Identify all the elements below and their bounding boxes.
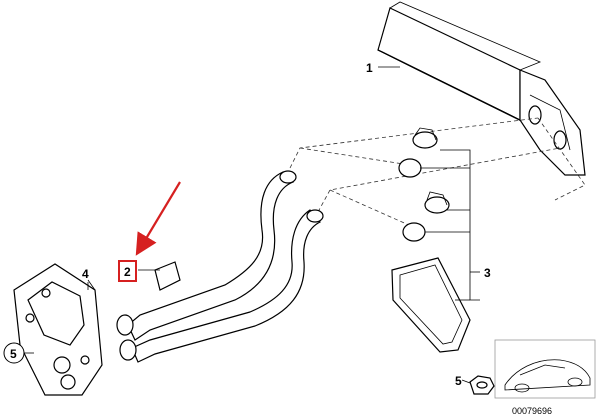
hose-clamps: [391, 127, 471, 353]
heater-core: [377, 1, 586, 176]
flange-plate: [13, 263, 103, 396]
callout-nut-thumb: 5: [455, 374, 462, 388]
reference-number: 00079696: [512, 406, 552, 416]
assembly-lines: [289, 117, 586, 231]
highlight-arrow: [135, 181, 181, 256]
callout-hose-clamps: 3: [484, 266, 491, 280]
nut-part: [461, 375, 495, 395]
callout-heater-pipe: 2: [124, 265, 131, 279]
heater-pipe: [116, 170, 324, 363]
callout-nut-left-circle: [3, 342, 25, 364]
reference-thumbnail: [494, 339, 596, 399]
highlight-box: [118, 260, 137, 282]
callout-heater-core: 1: [366, 61, 373, 75]
callout-flange-plate: 4: [82, 267, 89, 281]
callout-nut-left: 5: [10, 347, 17, 361]
clamp-leader-bracket: [420, 149, 480, 301]
